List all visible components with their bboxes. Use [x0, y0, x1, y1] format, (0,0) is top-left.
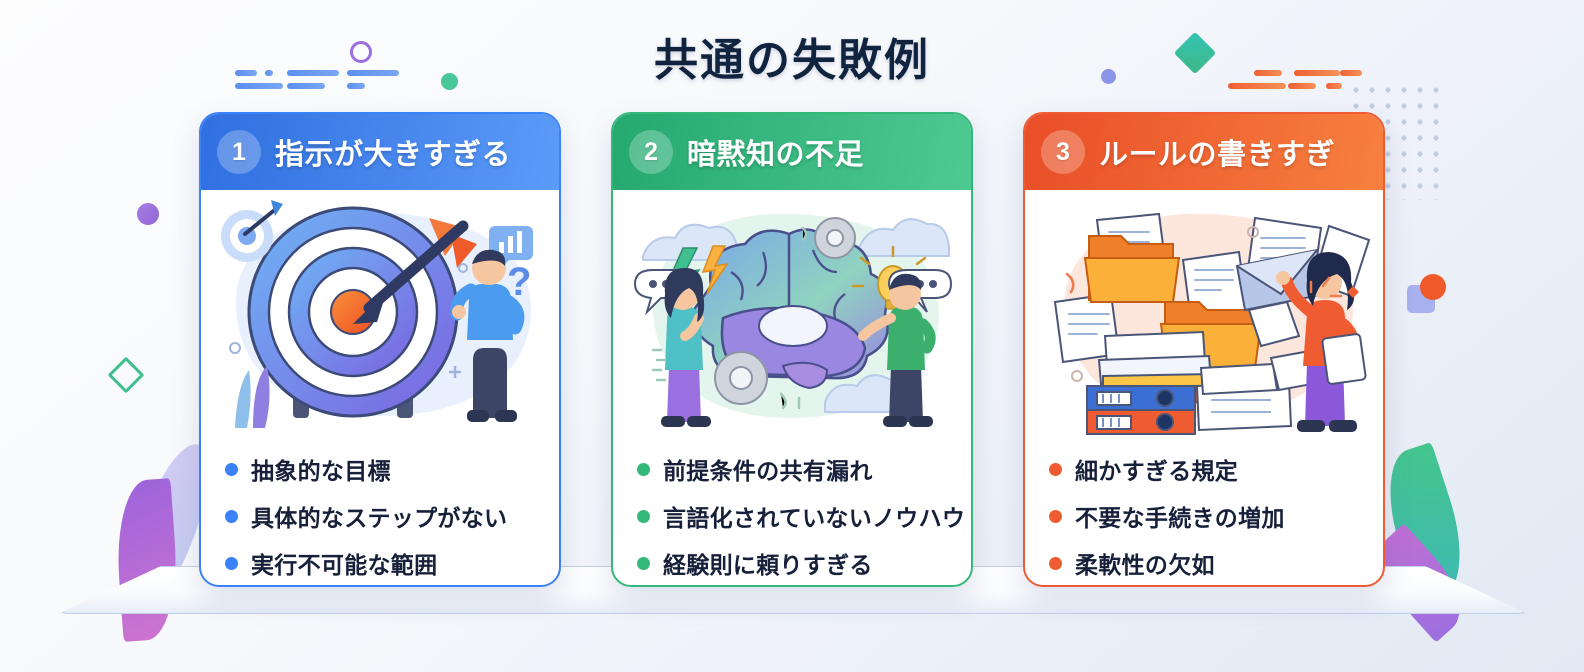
list-item: 具体的なステップがない: [225, 499, 559, 533]
list-item: 細かすぎる規定: [1049, 452, 1383, 486]
bullet-text: 抽象的な目標: [251, 458, 391, 484]
list-item: 柔軟性の欠如: [1049, 546, 1383, 580]
bullet-text: 言語化されていないノウハウ: [663, 505, 966, 531]
bullet-dot-icon: [225, 509, 238, 523]
card-1-bullet-list: 抽象的な目標 具体的なステップがない 実行不可能な範囲: [201, 436, 559, 585]
bullet-dot-icon: [225, 556, 238, 570]
bullet-dot-icon: [637, 462, 650, 476]
page-title: 共通の失敗例: [654, 36, 930, 85]
dash-lines-decoration-orange: [1228, 70, 1428, 100]
bullet-dot-icon: [1049, 556, 1062, 570]
card-2-header: 2 暗黙知の不足: [613, 114, 971, 190]
card-3-header: 3 ルールの書きすぎ: [1025, 114, 1383, 190]
failure-card-3[interactable]: 3 ルールの書きすぎ: [1023, 112, 1385, 587]
list-item: 不要な手続きの増加: [1049, 499, 1383, 533]
paper-stack-folders-woman-illustration: [1025, 190, 1383, 436]
card-3-number-badge: 3: [1041, 130, 1085, 174]
failure-card-1[interactable]: 1 指示が大きすぎる: [199, 112, 561, 587]
list-item: 実行不可能な範囲: [225, 546, 559, 580]
bullet-text: 経験則に頼りすぎる: [663, 552, 873, 578]
dash-lines-decoration-blue: [235, 70, 455, 100]
bullet-text: 柔軟性の欠如: [1075, 552, 1215, 578]
brain-clouds-two-people-illustration: [613, 190, 971, 436]
bullet-text: 実行不可能な範囲: [251, 552, 438, 578]
list-item: 経験則に頼りすぎる: [637, 546, 971, 580]
bullet-text: 具体的なステップがない: [251, 505, 508, 531]
list-item: 抽象的な目標: [225, 452, 559, 486]
card-2-number-badge: 2: [629, 130, 673, 174]
bullet-text: 不要な手続きの増加: [1075, 505, 1285, 531]
bullet-text: 前提条件の共有漏れ: [663, 458, 873, 484]
bullet-dot-icon: [637, 556, 650, 570]
card-2-title: 暗黙知の不足: [687, 139, 865, 171]
card-1-title: 指示が大きすぎる: [275, 139, 512, 171]
list-item: 言語化されていないノウハウ: [637, 499, 971, 533]
card-2-bullet-list: 前提条件の共有漏れ 言語化されていないノウハウ 経験則に頼りすぎる: [613, 436, 971, 585]
bullet-dot-icon: [1049, 509, 1062, 523]
failure-card-2[interactable]: 2 暗黙知の不足: [611, 112, 973, 587]
bullet-dot-icon: [1049, 462, 1062, 476]
bullet-dot-icon: [225, 462, 238, 476]
card-1-header: 1 指示が大きすぎる: [201, 114, 559, 190]
card-3-bullet-list: 細かすぎる規定 不要な手続きの増加 柔軟性の欠如: [1025, 436, 1383, 585]
bullet-dot-icon: [637, 509, 650, 523]
card-3-title: ルールの書きすぎ: [1099, 139, 1336, 171]
card-1-number-badge: 1: [217, 130, 261, 174]
bullet-text: 細かすぎる規定: [1075, 458, 1239, 484]
target-arrow-confused-person-illustration: ?: [201, 190, 559, 436]
list-item: 前提条件の共有漏れ: [637, 452, 971, 486]
failure-cards-container: 1 指示が大きすぎる: [0, 112, 1584, 587]
